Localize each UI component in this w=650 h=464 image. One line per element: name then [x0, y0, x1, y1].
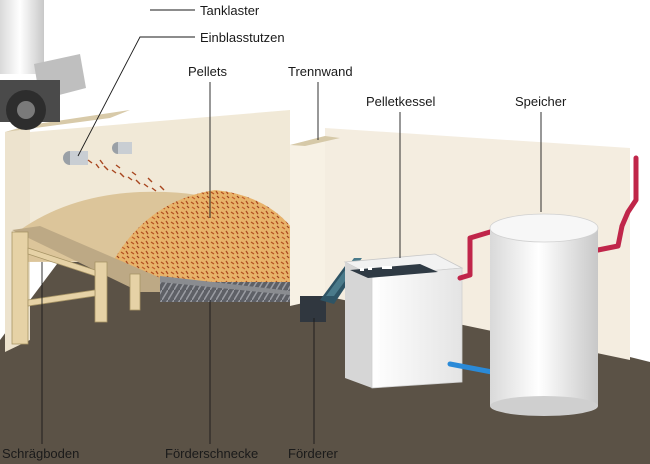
partition-wall-front [290, 136, 325, 306]
label-pelletkessel: Pelletkessel [366, 94, 435, 109]
partition-wall-top [290, 136, 340, 146]
cold-water-pipe [447, 361, 495, 375]
conveyor-screw [160, 282, 305, 302]
label-tanklaster: Tanklaster [200, 3, 260, 18]
pellet-stream [87, 159, 165, 192]
sloped-floor-frame [11, 231, 141, 345]
pellet-pile [115, 190, 292, 290]
label-foerderer: Förderer [288, 446, 339, 461]
label-schraegboden: Schrägboden [2, 446, 79, 461]
hot-water-pipes [457, 155, 639, 281]
conveyor-screw-cover [160, 276, 300, 296]
floor [0, 260, 650, 464]
inlet-pipes [63, 142, 132, 165]
label-foerderschnecke: Förderschnecke [165, 446, 258, 461]
leader-lines [41, 9, 542, 444]
pellet-boiler [343, 253, 464, 389]
storage-tank [489, 213, 599, 416]
label-trennwand: Trennwand [288, 64, 353, 79]
label-pellets: Pellets [188, 64, 228, 79]
label-einblasstutzen: Einblasstutzen [200, 30, 285, 45]
label-speicher: Speicher [515, 94, 567, 109]
tank-truck [0, 0, 86, 130]
